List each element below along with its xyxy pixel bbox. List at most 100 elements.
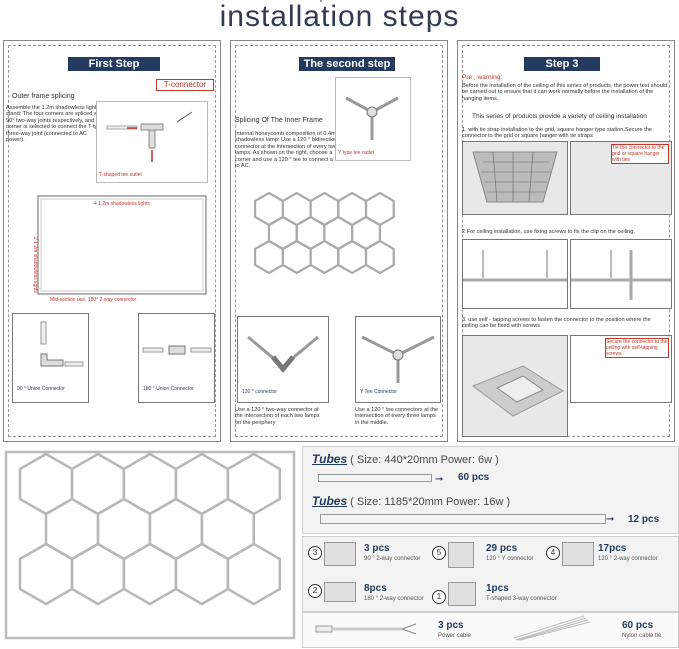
tube1-name: Tubes [312, 452, 348, 466]
c120-note: Use a 120 ° two-way connector at the int… [235, 407, 320, 426]
small-hexagon [364, 239, 395, 275]
tube2-pcs: 12 pcs [628, 514, 660, 525]
small-hexagon [337, 239, 368, 275]
conn1-caption: T-shaped 3-way connector [486, 596, 557, 602]
union90-caption: 90 ° Union Connector [17, 386, 65, 392]
grid-drawing [472, 151, 558, 203]
small-hexagon [309, 239, 340, 275]
conn2-number: 2 [308, 584, 322, 598]
big-hexagon [70, 452, 126, 516]
big-hexagon [70, 542, 126, 606]
connectors-legend [302, 536, 679, 612]
union90-drawing [40, 321, 84, 367]
tube1-spec: ( Size: 440*20mm Power: 6w ) [347, 454, 499, 466]
tconnector-label: T-connector [156, 79, 214, 91]
conn4-pcs: 17pcs [598, 543, 627, 554]
outer-frame-diagram [37, 195, 207, 295]
union180-box: 180 ° Union Connector [138, 313, 215, 403]
big-hexagon [226, 542, 282, 606]
grid-photo [462, 141, 568, 215]
big-hexagon [18, 542, 74, 606]
conn3-number: 3 [308, 546, 322, 560]
conn4-number: 4 [546, 546, 560, 560]
conn3-pcs: 3 pcs [364, 543, 390, 554]
ytee-drawing [361, 335, 435, 383]
conn4-image [562, 542, 594, 566]
warning-title: Pre , warning: [462, 74, 503, 81]
step1-header: First Step [68, 57, 160, 71]
conn5-image [448, 542, 474, 568]
honeycomb-layout [4, 450, 296, 640]
step2-header: The second step [299, 57, 395, 71]
tie-photo: Tie the connector to the grid or square … [570, 141, 672, 215]
conn2-image [324, 582, 356, 602]
union90-box: 90 ° Union Connector [12, 313, 89, 403]
screw-drawing: Secure the connector to the ceiling with… [570, 335, 672, 403]
clip-a-svg [463, 250, 567, 282]
ceiling-svg [471, 365, 565, 417]
side-tubes-label: 2 1.2m shadowless lights [32, 237, 38, 293]
y-outlet-box: Y type tee outlet [335, 77, 411, 161]
secure-note: Secure the connector to the ceiling with… [605, 338, 669, 358]
step3-panel: Step 3 Pre , warning: Before the install… [457, 40, 675, 442]
tube2-arrow: ➞ [606, 514, 615, 525]
clip-drawing-a [462, 239, 568, 309]
big-hexagon [44, 497, 100, 561]
outer-frame [4, 450, 296, 640]
tee-outlet-caption: T-shaped tee outlet [99, 172, 142, 178]
tee-detail-box: T-shaped tee outlet [96, 101, 208, 183]
big-hexagon [174, 542, 230, 606]
conn5-caption: 120 ° Y connector [486, 556, 534, 562]
big-hexagon [174, 452, 230, 516]
conn2-pcs: 8pcs [364, 583, 387, 594]
tie-caption: Nylon cable tie [622, 633, 662, 639]
ytee-box: Y Tee Connector [355, 316, 441, 403]
tie-note: Tie the connector to the grid or square … [611, 144, 669, 164]
ytee-note: Use a 120 ° tee connectors at the inters… [355, 407, 439, 426]
conn5-pcs: 29 pcs [486, 543, 518, 554]
cable-pcs: 3 pcs [438, 620, 464, 631]
step1-heading: Outer frame splicing [12, 93, 75, 100]
conn1-image [448, 582, 476, 606]
conn4-caption: 120 ° 2-way connector [598, 556, 658, 562]
tube2-spec: ( Size: 1185*20mm Power: 16w ) [347, 496, 511, 508]
small-hexagon [281, 239, 312, 275]
conn1-number: 1 [432, 590, 446, 604]
tube2-spacer [320, 0, 322, 2]
tube1-image [318, 474, 432, 482]
ytee-caption: Y Tee Connector [360, 389, 398, 395]
union180-caption: 180 ° Union Connector [143, 386, 194, 392]
c120-drawing [247, 335, 319, 373]
tube2-label: Tubes ( Size: 1185*20mm Power: 16w ) [312, 494, 510, 508]
warning-text: Before the installation of the ceiling o… [462, 83, 668, 102]
method-one: 1. with tie strap installation to the gr… [462, 127, 652, 140]
method-two: 2.For ceiling installation, use fixing s… [462, 229, 635, 235]
page-title: installation steps [219, 0, 460, 33]
y-outlet-drawing [345, 96, 399, 140]
tube1-arrow: ➞ [435, 474, 444, 485]
big-hexagon [96, 497, 152, 561]
big-hexagon [122, 542, 178, 606]
step2-paragraph: Internal honeycomb composition of 0.4m s… [235, 131, 344, 170]
method-three: 3. use self - tapping screws to fasten t… [462, 317, 651, 330]
step2-panel: The second step Splicing Of The Inner Fr… [230, 40, 448, 442]
cable-caption: Power cable [438, 633, 472, 639]
y-outlet-caption: Y type tee outlet [338, 150, 375, 156]
conn3-image [324, 542, 356, 566]
small-hexagon [253, 239, 284, 275]
big-hexagon [148, 497, 204, 561]
tube1-pcs: 60 pcs [458, 472, 490, 483]
big-hexagon [18, 452, 74, 516]
clip-b-svg [571, 250, 671, 300]
provides-text: This series of products provide a variet… [472, 113, 647, 120]
clip-drawing-b [570, 239, 672, 309]
c120-caption: 120 ° connector [242, 389, 278, 395]
big-hexagon [200, 497, 256, 561]
honeycomb-small [253, 191, 395, 275]
c120-box: 120 ° connector [237, 316, 329, 403]
big-hexagon [122, 452, 178, 516]
tee-detail-drawing [106, 111, 193, 162]
tube1-label: Tubes ( Size: 440*20mm Power: 6w ) [312, 452, 499, 466]
conn5-number: 5 [432, 546, 446, 560]
cable-tie-image [513, 615, 591, 641]
